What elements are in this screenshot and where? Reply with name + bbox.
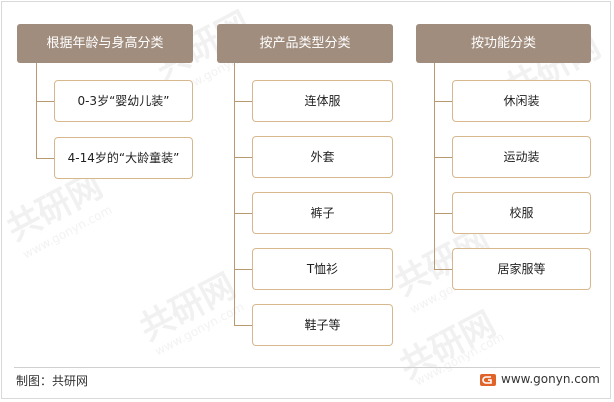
footer-divider [14, 367, 600, 368]
column-header-age-height: 根据年龄与身高分类 [17, 24, 193, 63]
connector-branch-col3-item1 [434, 101, 452, 102]
connector-branch-col3-item3 [434, 213, 452, 214]
category-box-tshirt: T恤衫 [252, 248, 393, 290]
source-label: 制图：共研网 [16, 374, 89, 388]
connector-branch-col3-item2 [434, 157, 452, 158]
category-box-homewear: 居家服等 [452, 248, 591, 290]
category-box-infant: 0-3岁“婴幼儿装” [54, 80, 193, 122]
connector-branch-col1-item2 [36, 158, 54, 159]
connector-trunk-col2 [234, 63, 235, 326]
connector-branch-col2-item1 [234, 101, 252, 102]
connector-branch-col2-item4 [234, 269, 252, 270]
connector-branch-col2-item2 [234, 157, 252, 158]
gonyn-logo-icon [480, 374, 496, 386]
website-label[interactable]: www.gonyn.com [501, 372, 600, 386]
column-header-product-type: 按产品类型分类 [217, 24, 393, 63]
connector-branch-col2-item5 [234, 325, 252, 326]
connector-branch-col1-item1 [36, 101, 54, 102]
column-header-function: 按功能分类 [416, 24, 591, 63]
category-box-bodysuit: 连体服 [252, 80, 393, 122]
category-box-casual: 休闲装 [452, 80, 591, 122]
category-box-coat: 外套 [252, 136, 393, 178]
connector-trunk-col1 [36, 63, 37, 159]
category-box-sportswear: 运动装 [452, 136, 591, 178]
category-box-school-uniform: 校服 [452, 192, 591, 234]
category-box-older-child: 4-14岁的“大龄童装” [54, 137, 193, 179]
category-box-pants: 裤子 [252, 192, 393, 234]
connector-branch-col3-item4 [434, 269, 452, 270]
connector-trunk-col3 [434, 63, 435, 270]
connector-branch-col2-item3 [234, 213, 252, 214]
category-box-shoes: 鞋子等 [252, 304, 393, 346]
